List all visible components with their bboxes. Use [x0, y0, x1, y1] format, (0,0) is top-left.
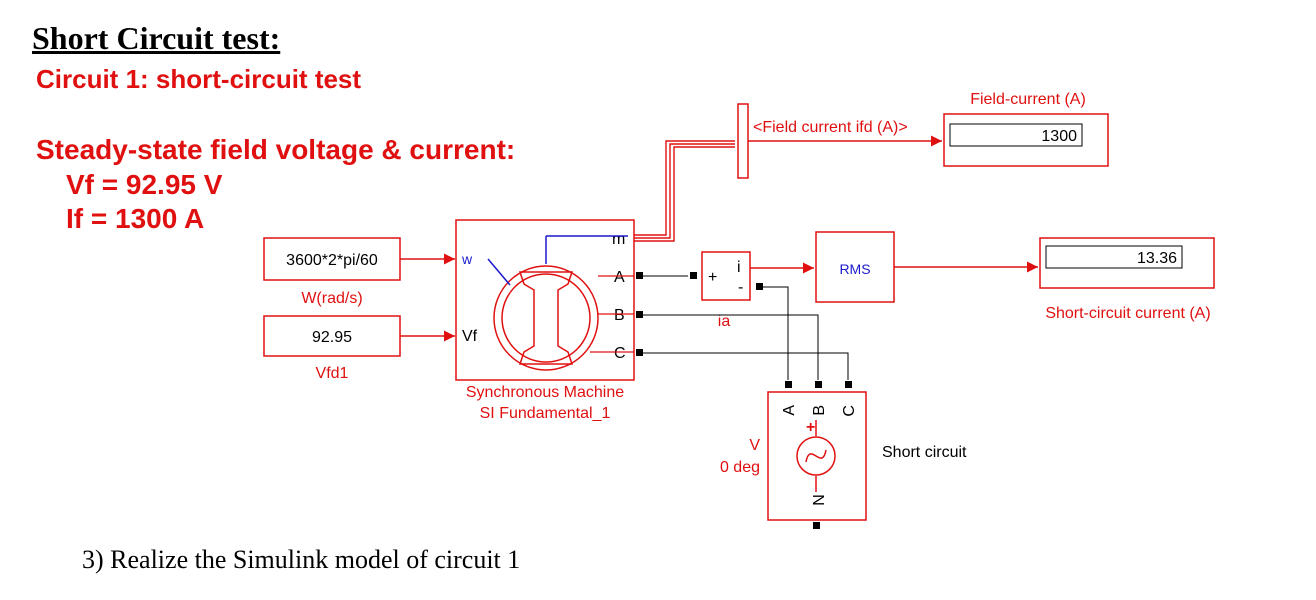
bus-selector-signal: <Field current ifd (A)> [753, 119, 908, 136]
sc-display-label: Short-circuit current (A) [1045, 305, 1210, 322]
machine-port-c: C [614, 345, 626, 362]
wire-a [763, 286, 789, 380]
rms-label: RMS [839, 261, 870, 277]
bus-selector-block[interactable] [737, 103, 749, 179]
field-current-display[interactable]: 1300 [943, 113, 1109, 167]
machine-port-m: m [612, 231, 625, 248]
machine-port-b: B [614, 307, 625, 324]
task-instruction: 3) Realize the Simulink model of circuit… [82, 545, 521, 574]
machine-port-w: w [461, 251, 473, 267]
source-port-a: A [781, 405, 798, 416]
current-measurement-block[interactable]: + - i [701, 251, 751, 301]
measurement-bus [634, 143, 735, 239]
machine-name-line1: Synchronous Machine [466, 384, 624, 401]
machine-name-line2: SI Fundamental_1 [480, 405, 611, 422]
rms-block[interactable]: RMS [815, 231, 895, 303]
vfd-constant-value: 92.95 [312, 329, 352, 346]
short-circuit-display[interactable]: 13.36 [1039, 237, 1215, 289]
field-display-value: 1300 [1041, 128, 1077, 145]
port-c [636, 349, 643, 356]
vfd-constant-label: Vfd1 [316, 365, 349, 382]
source-block-label: Short circuit [882, 444, 967, 461]
field-display-title: Field-current (A) [970, 91, 1086, 108]
meas-out: i [737, 259, 741, 276]
machine-port-vf: Vf [462, 328, 478, 345]
speed-constant-value: 3600*2*pi/60 [286, 252, 378, 269]
source-port-b: B [811, 405, 828, 416]
vfd-constant-block[interactable]: 92.95 [263, 315, 401, 357]
source-port-n: N [811, 494, 828, 506]
source-v-label: V [749, 437, 760, 454]
port-a [636, 272, 643, 279]
field-voltage-value: Vf = 92.95 V [66, 169, 223, 200]
source-plus: + [806, 419, 815, 436]
sc-display-value: 13.36 [1137, 250, 1177, 267]
source-port-c: C [841, 405, 858, 417]
source-phase-label: 0 deg [720, 459, 760, 476]
machine-port-a: A [614, 269, 625, 286]
machine-icon [487, 235, 634, 371]
wire-c [643, 352, 849, 380]
steady-state-title: Steady-state field voltage & current: [36, 134, 516, 165]
field-current-value: If = 1300 A [66, 203, 205, 234]
ac-source-icon [796, 436, 836, 476]
meas-minus: - [738, 279, 743, 296]
speed-constant-label: W(rad/s) [301, 290, 362, 307]
circuit-subtitle: Circuit 1: short-circuit test [36, 64, 362, 94]
meas-label: ia [718, 313, 731, 330]
speed-constant-block[interactable]: 3600*2*pi/60 [263, 237, 401, 281]
three-phase-source-block[interactable]: A B C + N [767, 391, 867, 521]
page-title: Short Circuit test: [32, 20, 281, 56]
synchronous-machine-block[interactable]: w Vf m A B C [455, 219, 635, 381]
wire-b [643, 314, 819, 380]
port-b [636, 311, 643, 318]
meas-plus: + [708, 269, 717, 286]
